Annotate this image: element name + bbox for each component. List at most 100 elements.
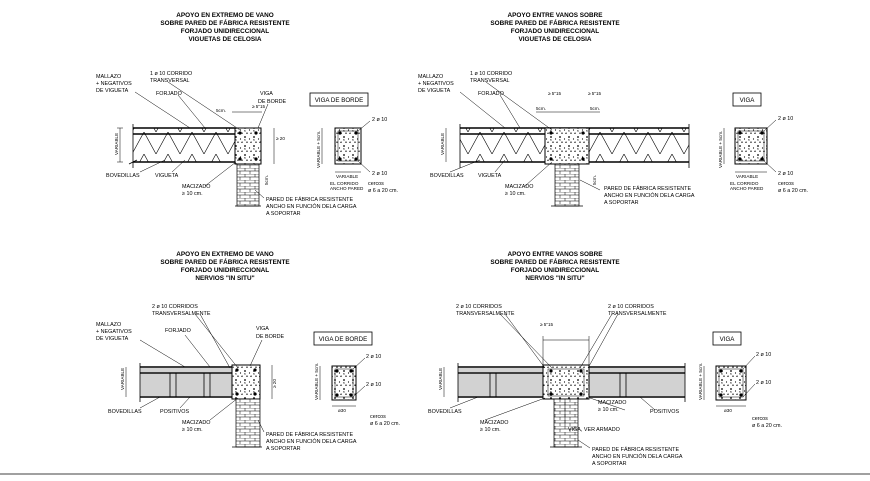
detail-title-line: NERVIOS "IN SITU" — [525, 275, 584, 282]
section-title: VIGA — [740, 97, 756, 104]
label-corrido: 1 ø 10 CORRIDO — [470, 71, 512, 77]
slab-truss-right — [589, 128, 689, 162]
section-ancho: ANCHO PARED — [330, 186, 364, 191]
section-side-dim: VARIABLE + 5cm. — [698, 363, 703, 400]
label-pared: A SOPORTAR — [266, 211, 301, 217]
label-pared: PARED DE FÁBRICA RESISTENTE — [266, 431, 353, 438]
label-positivos: POSITIVOS — [650, 409, 679, 415]
section-title-box — [313, 331, 373, 346]
section-bottom-bars: 2 ø 10 — [756, 380, 771, 386]
dim-5cm: 5cm. — [216, 108, 226, 113]
label-macizado: MACIZADO — [598, 400, 626, 406]
detail-title-line: NERVIOS "IN SITU" — [195, 275, 254, 282]
label-mallazo: MALLAZO — [418, 74, 443, 80]
label-forjado: FORJADO — [478, 91, 504, 97]
label-bovedillas: BOVEDILLAS — [428, 409, 462, 415]
label-bovedillas: BOVEDILLAS — [106, 173, 140, 179]
detail-title-line: APOYO ENTRE VANOS SOBRE — [507, 251, 603, 258]
label-mallazo: MALLAZO — [96, 74, 121, 80]
dim-min: ≥ 5"15 — [252, 104, 266, 109]
label-macizado: MACIZADO — [480, 420, 508, 426]
slab-ruled — [140, 367, 232, 397]
section-cercos: ø 6 a 20 cm. — [368, 188, 398, 194]
label-pared: ANCHO EN FUNCIÓN DELA CARGA — [266, 203, 357, 210]
detail-title-line: FORJADO UNIDIRECCIONAL — [181, 28, 270, 35]
dim-min: ≥ 5"15 — [588, 91, 602, 96]
label-macizado: ≥ 10 cm. — [505, 191, 526, 197]
section-title-box — [732, 92, 762, 107]
brick-wall — [553, 398, 579, 448]
label-forjado: FORJADO — [165, 328, 191, 334]
section-bottom-bars: 2 ø 10 — [372, 171, 387, 177]
dim-min: ≥ 5"15 — [540, 322, 554, 327]
section-ancho: ANCHO PARED — [730, 186, 764, 191]
label-vigueta: VIGUETA — [155, 173, 179, 179]
dim-variable: VARIABLE — [114, 133, 119, 155]
label-positivos: POSITIVOS — [160, 409, 189, 415]
dim-5cm: 5cm. — [536, 106, 546, 111]
detail-title-line: APOYO ENTRE VANOS SOBRE — [507, 12, 603, 19]
section-top-bars: 2 ø 10 — [372, 117, 387, 123]
label-bovedillas: BOVEDILLAS — [108, 409, 142, 415]
label-pared: A SOPORTAR — [604, 200, 639, 206]
section-cercos: ø 6 a 20 cm. — [752, 423, 782, 429]
label-viga-armado: VIGA, VER ARMADO — [568, 427, 620, 433]
detail-title-line: VIGUETAS DE CELOSIA — [518, 36, 591, 43]
section-cercos: ø 6 a 20 cm. — [370, 421, 400, 427]
label-corrido: TRANSVERSAL — [150, 78, 190, 84]
label-pared: ANCHO EN FUNCIÓN DELA CARGA — [266, 438, 357, 445]
dim-5cm: 5cm. — [264, 175, 269, 185]
label-bovedillas: BOVEDILLAS — [430, 173, 464, 179]
detail-title-line: FORJADO UNIDIRECCIONAL — [511, 267, 600, 274]
label-corridos: 2 ø 10 CORRIDOS — [608, 304, 654, 310]
section-cercos: cercos — [370, 414, 386, 420]
slab-ruled-left — [458, 367, 543, 397]
label-mallazo: + NEGATIVOS — [96, 329, 132, 335]
label-pared: ANCHO EN FUNCIÓN DELA CARGA — [604, 192, 695, 199]
label-viga: DE BORDE — [258, 99, 287, 105]
label-corridos: 2 ø 10 CORRIDOS — [456, 304, 502, 310]
label-macizado: MACIZADO — [505, 184, 533, 190]
label-corridos: TRANSVERSALMENTE — [152, 311, 211, 317]
label-corridos: 2 ø 10 CORRIDOS — [152, 304, 198, 310]
label-pared: A SOPORTAR — [592, 461, 627, 467]
label-corrido: TRANSVERSAL — [470, 78, 510, 84]
dim-5cm: 5cm. — [590, 106, 600, 111]
detail-title-line: SOBRE PARED DE FÁBRICA RESISTENTE — [490, 257, 620, 266]
central-beam — [544, 127, 590, 165]
section-title: VIGA DE BORDE — [315, 97, 363, 104]
label-viga: VIGA — [260, 91, 273, 97]
detail-bottom-left: APOYO EN EXTREMO DE VANO SOBRE PARED DE … — [96, 251, 400, 452]
dim-variable: VARIABLE — [440, 133, 445, 155]
label-macizado: MACIZADO — [182, 420, 210, 426]
label-corridos: TRANSVERSALMENTE — [456, 311, 515, 317]
section-cercos: cercos — [368, 181, 384, 187]
dim-5cm: 5cm. — [592, 175, 597, 185]
label-mallazo: MALLAZO — [96, 322, 121, 328]
detail-title-line: APOYO EN EXTREMO DE VANO — [176, 12, 274, 19]
section-base-dim: VARIABLE — [336, 174, 358, 179]
dim-variable: VARIABLE — [120, 368, 125, 390]
dim-20: ≥ 20 — [272, 379, 277, 388]
label-mallazo: DE VIGUETA — [96, 336, 129, 342]
label-forjado: FORJADO — [156, 91, 182, 97]
section-side-dim: VARIABLE + 5cm. — [718, 131, 723, 168]
detail-top-left: APOYO EN EXTREMO DE VANO SOBRE PARED DE … — [96, 12, 398, 217]
dim-min: ≥ 5"15 — [548, 91, 562, 96]
section-ancho: EL CORRIDO — [330, 181, 359, 186]
detail-title-line: SOBRE PARED DE FÁBRICA RESISTENTE — [490, 18, 620, 27]
label-macizado: ≥ 10 cm. — [480, 427, 501, 433]
label-mallazo: DE VIGUETA — [418, 88, 451, 94]
label-vigueta: VIGUETA — [478, 173, 502, 179]
detail-title-line: SOBRE PARED DE FÁBRICA RESISTENTE — [160, 257, 290, 266]
section-base-dim: ø30 — [338, 408, 346, 413]
section-title-box — [309, 92, 369, 107]
slab-truss — [133, 128, 235, 162]
detail-title-line: APOYO EN EXTREMO DE VANO — [176, 251, 274, 258]
section-bottom-bars: 2 ø 10 — [778, 171, 793, 177]
section-bottom-bars: 2 ø 10 — [366, 382, 381, 388]
label-pared: PARED DE FÁBRICA RESISTENTE — [266, 196, 353, 203]
brick-wall — [235, 398, 261, 448]
detail-title-line: FORJADO UNIDIRECCIONAL — [511, 28, 600, 35]
